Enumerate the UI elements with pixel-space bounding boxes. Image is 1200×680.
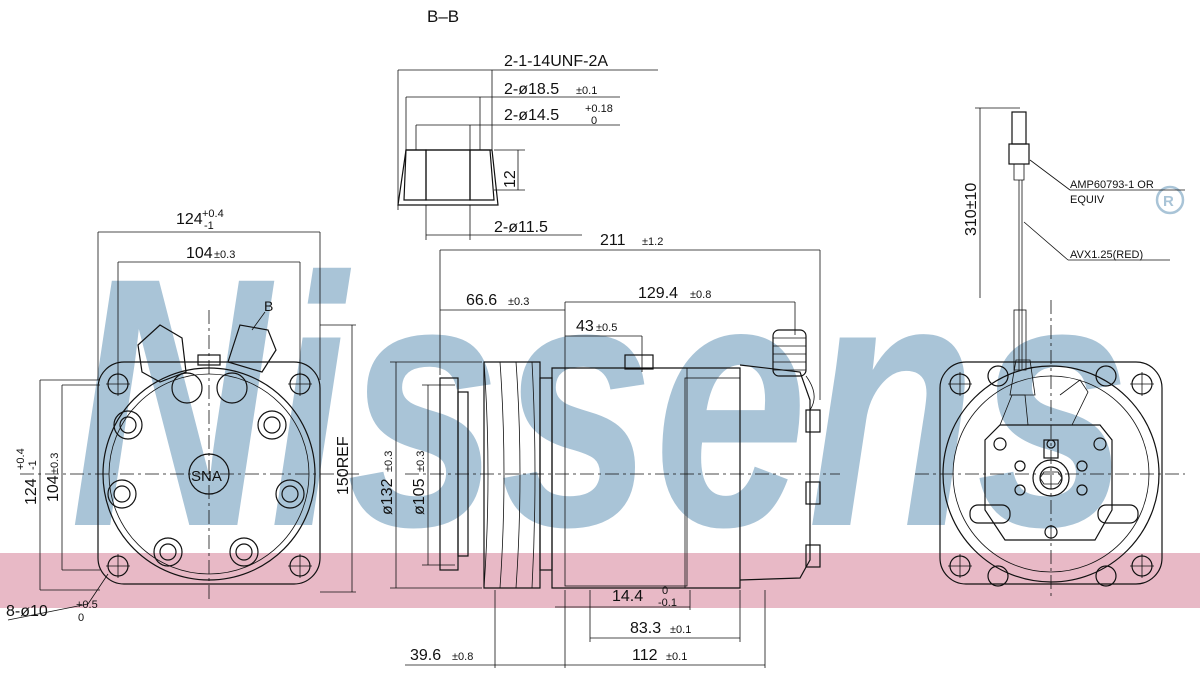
front-height-inner-tol: ±0.3 (49, 453, 61, 474)
rear-wire-label: AVX1.25(RED) (1070, 249, 1143, 261)
dia-b-tol-up: +0.18 (585, 103, 613, 115)
side-len-b-tol: ±0.8 (690, 289, 711, 301)
side-view: 211 ±1.2 66.6 ±0.3 129.4 ±0.8 43 ±0.5 ø1… (379, 232, 840, 668)
watermark-brand: Nissens (70, 205, 1130, 601)
side-len-g: 112 (632, 647, 658, 664)
front-width-inner: 104 (186, 245, 213, 262)
front-height-outer: 124 (23, 478, 40, 505)
side-dia-body-tol: ±0.3 (415, 451, 427, 472)
side-len-f: 39.6 (410, 647, 441, 664)
front-holes-label: 8-ø10 (6, 603, 48, 620)
side-len-f-tol: ±0.8 (452, 651, 473, 663)
section-marker: B (264, 298, 273, 314)
side-len-b: 129.4 (638, 285, 678, 302)
front-port-label: SNA (191, 468, 222, 485)
side-len-e: 83.3 (630, 620, 661, 637)
front-width-outer-tol-low: -1 (204, 220, 214, 232)
registered-mark-circle (1155, 185, 1185, 215)
side-len-c: 43 (576, 318, 594, 335)
side-len-a: 66.6 (466, 292, 497, 309)
side-len-d-tol-up: 0 (662, 585, 668, 597)
front-width-outer: 124 (176, 211, 203, 228)
side-dia-pulley-tol: ±0.3 (383, 451, 395, 472)
side-len-d-tol-low: -0.1 (658, 597, 677, 609)
section-bb: B–B 2-1-14UNF-2A 2-ø18.5 ±0.1 2-ø14.5 +0… (397, 7, 658, 240)
side-dia-pulley: ø132 (379, 478, 396, 515)
front-height-outer-tol-low: -1 (27, 460, 39, 470)
front-width-outer-tol-up: +0.4 (202, 208, 224, 220)
watermark-pink-band (0, 553, 1200, 608)
registered-mark: R (1163, 193, 1174, 210)
side-len-g-tol: ±0.1 (666, 651, 687, 663)
thread-label: 2-1-14UNF-2A (504, 53, 608, 70)
rear-connector-label: AMP60793-1 OR (1070, 179, 1154, 191)
side-len-c-tol: ±0.5 (596, 322, 617, 334)
front-holes-tol-up: +0.5 (76, 599, 98, 611)
dia-b-label: 2-ø14.5 (504, 107, 559, 124)
dia-b-tol-low: 0 (591, 115, 597, 127)
dia-c-label: 2-ø11.5 (494, 219, 548, 236)
side-len-a-tol: ±0.3 (508, 296, 529, 308)
front-height-outer-tol-up: +0.4 (15, 448, 27, 470)
rear-cable-length: 310±10 (963, 183, 980, 236)
watermark: Nissens R (0, 185, 1200, 608)
front-height-inner: 104 (45, 475, 62, 502)
front-width-inner-tol: ±0.3 (214, 249, 235, 261)
front-holes-tol-low: 0 (78, 612, 84, 624)
side-total-length-tol: ±1.2 (642, 236, 663, 248)
dia-a-tol: ±0.1 (576, 85, 597, 97)
side-len-e-tol: ±0.1 (670, 624, 691, 636)
rear-view: 310±10 AMP60793-1 OR EQUIV AVX1.25(RED) (915, 107, 1185, 600)
rear-connector-label-2: EQUIV (1070, 194, 1105, 206)
side-total-length: 211 (600, 232, 626, 249)
front-view: 124 +0.4 -1 104 ±0.3 124 +0.4 -1 104 ±0.… (6, 208, 360, 624)
side-len-d: 14.4 (612, 588, 643, 605)
dia-a-label: 2-ø18.5 (504, 81, 559, 98)
side-dia-body: ø105 (411, 478, 428, 515)
height-label: 12 (502, 170, 519, 188)
front-height-ref: 150REF (335, 436, 352, 495)
section-title: B–B (427, 7, 459, 26)
